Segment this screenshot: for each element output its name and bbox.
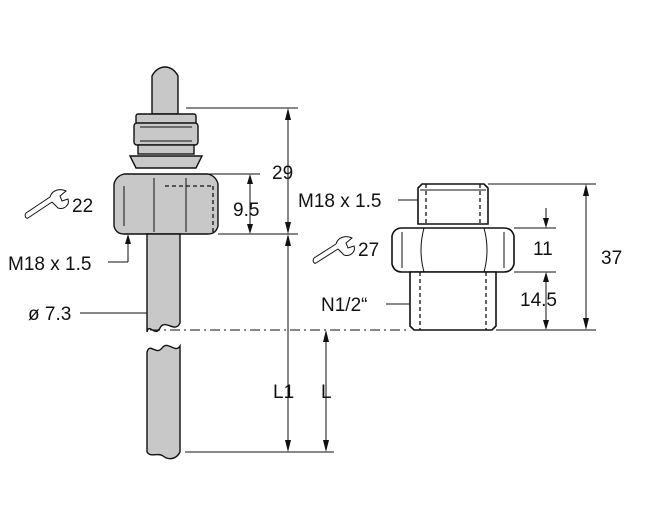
thread-left-label: M18 x 1.5 xyxy=(8,254,91,275)
dimension-37: 37 xyxy=(583,184,622,330)
thread-adapter xyxy=(391,183,515,331)
dim-L1-label: L1 xyxy=(273,382,294,403)
dim-11-label: 11 xyxy=(533,239,553,260)
dim-37-label: 37 xyxy=(601,248,622,269)
temperature-sensor xyxy=(113,66,219,460)
dimension-29: 29 xyxy=(272,108,293,234)
dim-29-label: 29 xyxy=(272,163,293,184)
dimension-14-5: 14.5 xyxy=(520,272,557,330)
dimension-9-5: 9.5 xyxy=(233,174,259,234)
adapter-hex xyxy=(391,227,515,273)
probe-tube-upper xyxy=(146,233,181,333)
dim-9-5-label: 9.5 xyxy=(233,200,259,221)
diameter-label: ø 7.3 xyxy=(28,304,147,325)
cable xyxy=(151,66,179,115)
hex-body xyxy=(113,173,219,235)
thread-label-right-top: M18 x 1.5 xyxy=(298,191,418,212)
dim-L-label: L xyxy=(321,382,332,403)
adapter-thread-top xyxy=(417,183,489,225)
adapter-thread-bottom xyxy=(409,271,497,331)
diameter-value: ø 7.3 xyxy=(28,304,71,325)
wrench-size-22: 22 xyxy=(24,189,93,219)
dimension-L: L xyxy=(321,330,332,452)
thread-label-right-bottom: N1/2“ xyxy=(321,295,410,316)
wrench-icon xyxy=(312,236,355,264)
probe-tube-lower xyxy=(146,343,181,460)
thread-right-top-label: M18 x 1.5 xyxy=(298,191,381,212)
thread-right-bottom-label: N1/2“ xyxy=(321,295,367,316)
dimension-L1: L1 xyxy=(273,234,294,452)
thread-label-left: M18 x 1.5 xyxy=(8,234,131,275)
dim-14-5-label: 14.5 xyxy=(520,290,557,311)
connector-nut xyxy=(128,113,204,169)
extension-lines-left xyxy=(150,107,410,453)
wrench-27-label: 27 xyxy=(358,240,379,261)
dimension-11: 11 xyxy=(533,208,553,260)
wrench-22-label: 22 xyxy=(72,196,93,217)
wrench-size-27: 27 xyxy=(312,236,379,264)
wrench-icon xyxy=(24,189,69,219)
